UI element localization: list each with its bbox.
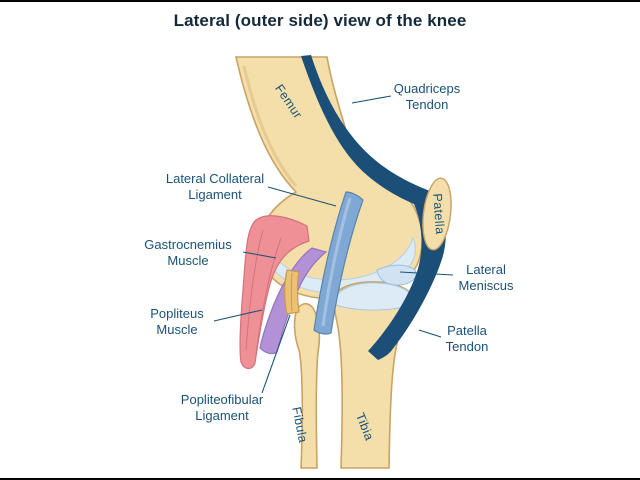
lcl-highlight [321, 197, 352, 327]
leader-gastrocnemius-muscle [242, 251, 277, 259]
diagram-title: Lateral (outer side) view of the knee [173, 11, 467, 30]
leader-popliteus-muscle [213, 309, 263, 322]
label-line: Lateral Collateral [165, 171, 265, 187]
label-lateral-meniscus: Lateral Meniscus [459, 262, 514, 294]
top-frame-line [0, 0, 640, 2]
label-line: Muscle [167, 253, 209, 268]
label-line: Popliteofibular [180, 392, 264, 408]
label-line: Ligament [195, 408, 249, 423]
label-line: Muscle [156, 322, 198, 337]
patella-bone-shape [422, 177, 452, 251]
label-line: Popliteus [150, 306, 204, 322]
fibula-bone-shape [293, 302, 321, 469]
label-line: Quadriceps [393, 81, 461, 97]
gastrocnemius-striation-2 [255, 237, 282, 355]
leader-popliteofibular-ligament [261, 314, 291, 394]
quadriceps-patella-tendon-shape [301, 55, 446, 360]
label-line: Ligament [188, 187, 242, 202]
label-popliteofibular-ligament: Popliteofibular Ligament [181, 392, 263, 424]
label-line: Patella [447, 323, 487, 339]
label-popliteus-muscle: Popliteus Muscle [150, 306, 203, 338]
label-quadriceps-tendon: Quadriceps Tendon [394, 81, 460, 113]
leader-quadriceps-tendon [351, 95, 392, 104]
label-line: Meniscus [458, 278, 514, 293]
patella-label: Patella [430, 193, 447, 235]
fibula-label: Fibula [289, 406, 310, 444]
label-gastrocnemius-muscle: Gastrocnemius Muscle [144, 237, 231, 269]
popliteofibular-striation [290, 272, 293, 312]
label-line: Gastrocnemius [144, 237, 232, 253]
femur-shading [242, 65, 298, 187]
popliteofibular-ligament-shape [284, 269, 300, 315]
leader-patella-tendon [418, 329, 442, 338]
lateral-meniscus-shape [376, 264, 417, 286]
label-line: Lateral [466, 262, 506, 278]
label-lateral-collateral-ligament: Lateral Collateral Ligament [166, 171, 264, 203]
bottom-frame-line [0, 478, 640, 480]
leader-lateral-collateral-ligament [267, 186, 337, 207]
gastrocnemius-striation-1 [245, 229, 264, 351]
label-line: Tendon [405, 97, 449, 112]
label-patella-tendon: Patella Tendon [446, 323, 489, 355]
leader-lateral-meniscus [399, 271, 454, 276]
label-line: Tendon [445, 339, 489, 354]
